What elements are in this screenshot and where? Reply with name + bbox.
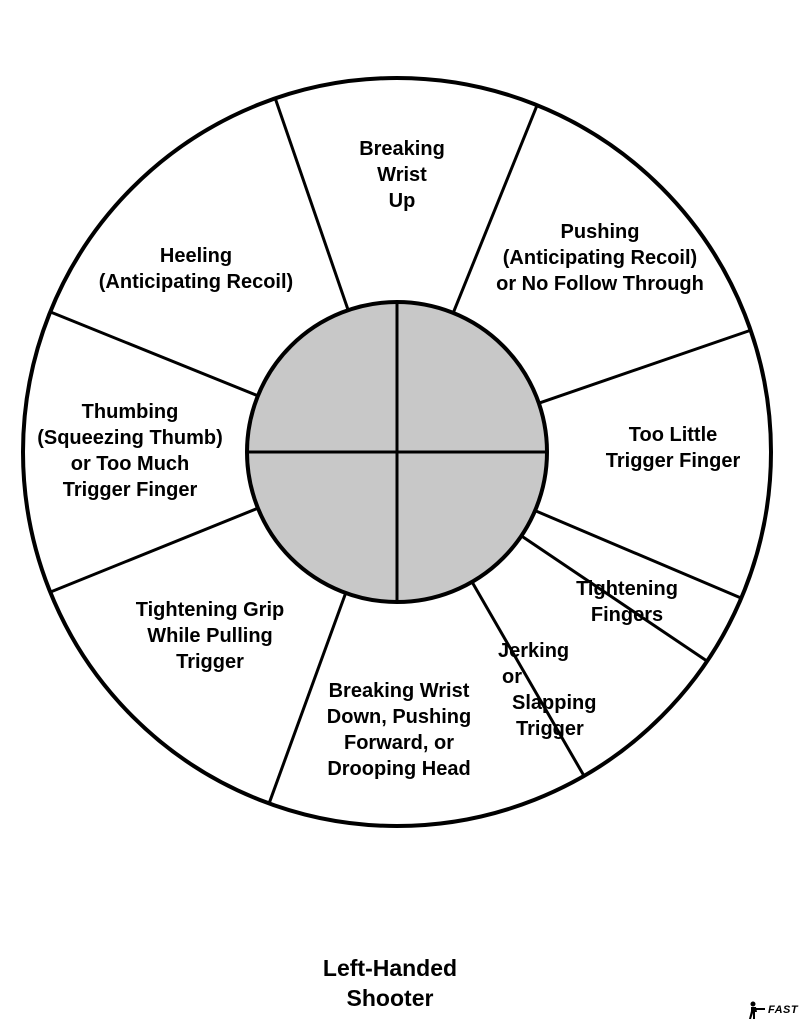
segment-label-line: Jerking: [498, 640, 569, 662]
segment-divider: [49, 310, 259, 398]
shooter-title-line2: Shooter: [346, 985, 434, 1011]
segment-label-line: Tightening: [576, 578, 678, 600]
segment-label-line: Pushing: [561, 221, 640, 243]
segment-label-line: Tightening Grip: [136, 599, 285, 621]
segment-label-line: or Too Much: [71, 453, 190, 475]
segment-label-line: or No Follow Through: [496, 273, 704, 295]
fast-logo-text: FAST: [768, 1004, 799, 1016]
segment-label-line: Drooping Head: [327, 758, 470, 780]
segment-label-line: Too Little: [629, 424, 718, 446]
segment-divider: [267, 592, 348, 804]
segment-label-line: Forward, or: [344, 732, 454, 754]
segment-label-line: Breaking Wrist: [329, 680, 470, 702]
segment-label-line: Trigger Finger: [606, 450, 741, 472]
segment-label-line: Down, Pushing: [327, 706, 471, 728]
segment-label-line: Breaking: [359, 138, 445, 160]
segment-label-line: Slapping: [512, 692, 596, 714]
segment-dividers: [49, 97, 752, 804]
segment-label-line: (Squeezing Thumb): [37, 427, 223, 449]
segment-label-line: Wrist: [377, 164, 427, 186]
segment-label-line: Fingers: [591, 604, 663, 626]
segment-label-line: Thumbing: [82, 401, 179, 423]
segment-label-line: or: [502, 666, 522, 688]
segment-divider: [273, 97, 350, 311]
shooter-title: Left-Handed Shooter: [240, 953, 540, 1013]
segment-divider: [534, 509, 742, 600]
segment-label-line: Heeling: [160, 245, 232, 267]
segment-label-line: (Anticipating Recoil): [503, 247, 697, 269]
segment-label-pushing: Pushing (Anticipating Recoil) or No Follow…: [496, 221, 704, 295]
segment-label-line: (Anticipating Recoil): [99, 271, 293, 293]
shooter-silhouette-icon: [749, 1001, 765, 1019]
segment-label-line: While Pulling: [147, 625, 273, 647]
fast-logo: [749, 1001, 765, 1019]
segment-divider: [49, 506, 259, 594]
shooter-title-line1: Left-Handed: [322, 955, 458, 981]
segment-divider: [470, 581, 586, 777]
segment-label-heeling: Heeling (Anticipating Recoil): [99, 245, 293, 293]
segment-label-line: Trigger: [516, 718, 584, 740]
segment-divider: [538, 328, 752, 405]
segment-label-line: Trigger: [176, 651, 244, 673]
segment-label-line: Trigger Finger: [63, 479, 198, 501]
segment-divider: [451, 104, 539, 314]
segment-label-line: Up: [389, 190, 416, 212]
segment-divider: [520, 534, 708, 663]
